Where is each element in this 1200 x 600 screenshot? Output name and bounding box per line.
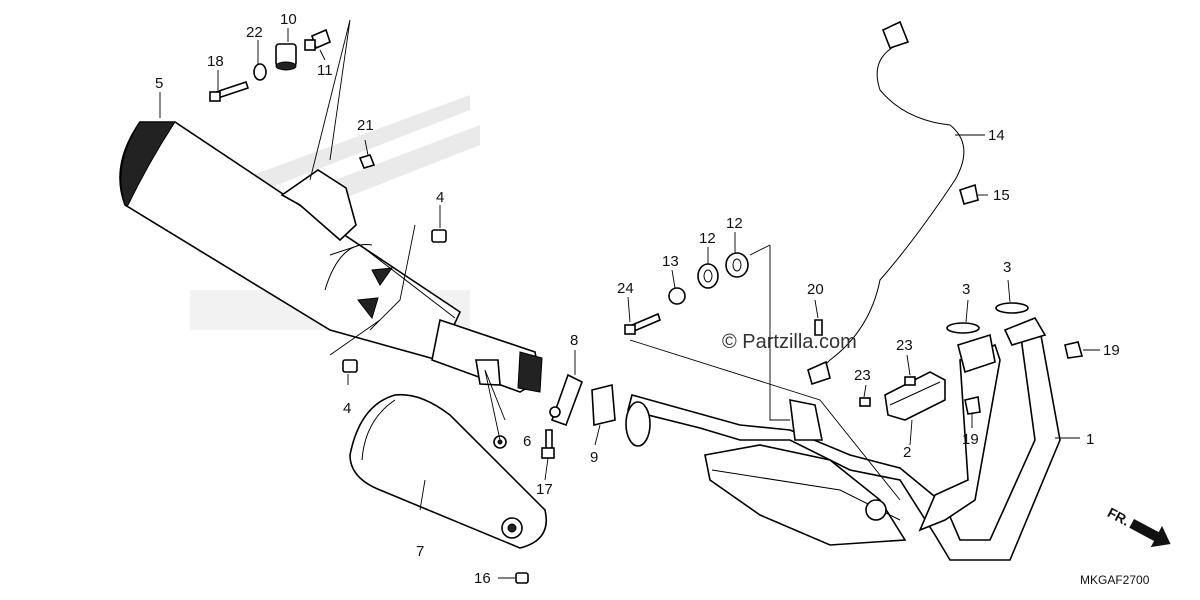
callout-2: 2 (903, 444, 911, 461)
rubber-part-4a[interactable] (431, 229, 447, 243)
callout-labels: 1 2 3 3 4 4 5 6 7 8 9 10 11 12 12 13 14 … (155, 11, 1120, 587)
rubber-part-12b[interactable] (725, 252, 749, 278)
callout-8: 8 (570, 332, 578, 349)
bracket-part-2[interactable] (884, 371, 946, 421)
front-direction-indicator: FR. (1105, 504, 1171, 548)
callout-22: 22 (246, 24, 263, 41)
callout-10: 10 (280, 11, 297, 28)
diagram-code: MKGAF2700 (1080, 573, 1150, 587)
callout-12b: 12 (726, 215, 743, 232)
callout-1: 1 (1086, 431, 1094, 448)
partzilla-watermark: © Partzilla.com (722, 331, 857, 353)
muffler-part-5[interactable] (119, 121, 543, 393)
callout-11: 11 (317, 62, 333, 79)
nut-part-21[interactable] (358, 154, 376, 169)
clip-part-15[interactable] (959, 183, 979, 205)
direction-label: FR. (1105, 504, 1132, 529)
o2-sensor-part-14[interactable] (807, 20, 965, 386)
callout-3a: 3 (962, 281, 970, 298)
callout-15: 15 (993, 187, 1010, 204)
callout-5: 5 (155, 75, 163, 92)
callout-16: 16 (474, 570, 491, 587)
gasket-part-3b[interactable] (995, 302, 1029, 314)
bolt-part-23a[interactable] (904, 376, 916, 386)
callout-14: 14 (988, 127, 1005, 144)
rubber-part-12a[interactable] (697, 263, 719, 289)
muffler-protector-part-7[interactable] (349, 393, 547, 549)
bolt-part-18[interactable] (209, 80, 250, 102)
bolt-part-17[interactable] (541, 429, 555, 459)
washer-part-6[interactable] (493, 435, 507, 449)
nut-part-19a[interactable] (1064, 341, 1084, 359)
bolt-part-23b[interactable] (859, 397, 871, 407)
callout-6: 6 (523, 433, 531, 450)
callout-24: 24 (617, 280, 634, 297)
callout-23a: 23 (896, 337, 913, 354)
callout-4b: 4 (343, 400, 351, 417)
callout-4a: 4 (436, 189, 444, 206)
callout-21: 21 (357, 117, 374, 134)
callout-19a: 19 (1103, 342, 1120, 359)
washer-part-13[interactable] (668, 287, 686, 305)
bolt-part-11[interactable] (304, 28, 331, 51)
bolt-part-20[interactable] (814, 319, 823, 336)
callout-18: 18 (207, 53, 224, 70)
callout-3b: 3 (1003, 259, 1011, 276)
callout-13: 13 (662, 253, 679, 270)
leader-lines (159, 19, 1100, 579)
callout-9: 9 (590, 449, 598, 466)
band-part-8[interactable] (549, 373, 584, 427)
callout-12a: 12 (699, 230, 716, 247)
callout-23b: 23 (854, 367, 871, 384)
callout-19b: 19 (962, 431, 979, 448)
front-arrow-icon (1129, 518, 1171, 548)
bolt-part-24[interactable] (624, 312, 661, 335)
callout-20: 20 (807, 281, 824, 298)
collar-part-10[interactable] (275, 43, 297, 71)
rubber-part-4b[interactable] (342, 359, 358, 373)
exhaust-pipe-part-1[interactable] (625, 317, 1061, 561)
callout-17: 17 (536, 481, 553, 498)
gasket-sleeve-part-9[interactable] (591, 383, 616, 426)
nut-part-19b[interactable] (964, 396, 981, 415)
washer-part-22[interactable] (253, 63, 267, 81)
bolt-part-16[interactable] (515, 572, 529, 584)
callout-7: 7 (416, 543, 424, 560)
gasket-part-3a[interactable] (946, 322, 980, 334)
